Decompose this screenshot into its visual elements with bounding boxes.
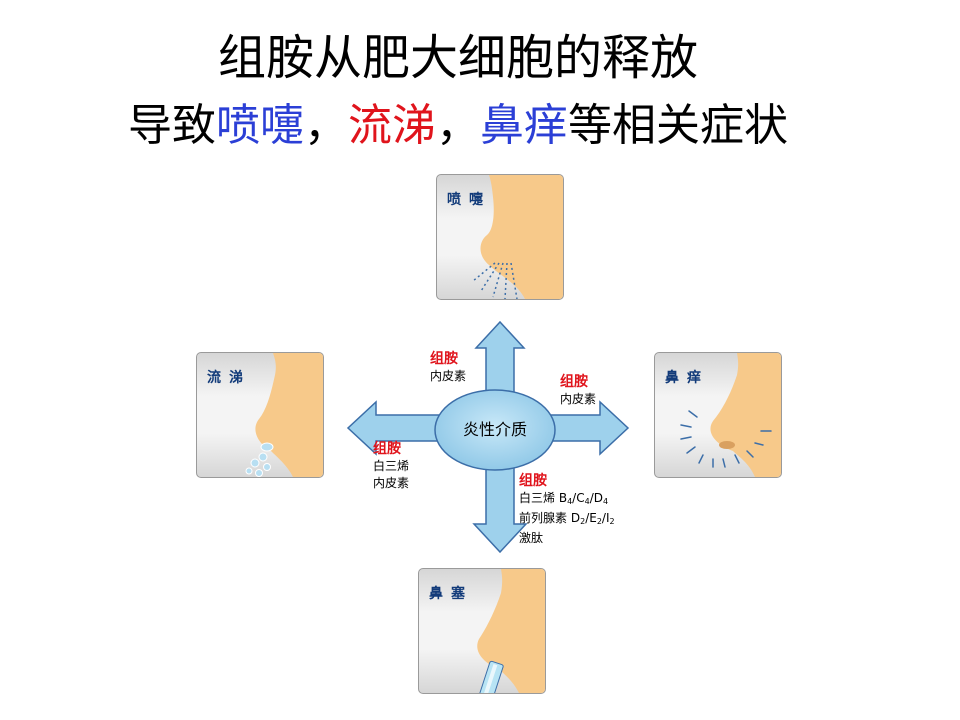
- label-left-line: 内皮素: [373, 476, 410, 490]
- label-left-head: 组胺: [373, 441, 401, 457]
- mediator-separator: /: [585, 511, 590, 525]
- hub-label: 炎性介质: [462, 420, 527, 439]
- label-left: 组胺 白三烯 内皮素: [373, 440, 409, 492]
- leukotriene-mediators: B4/C4/D4: [558, 491, 609, 506]
- label-bottom-leukotriene: 白三烯: [519, 491, 556, 505]
- sneeze-nose-icon: [472, 175, 563, 299]
- panel-runny: 流涕: [196, 352, 324, 478]
- panel-blocked: 鼻塞: [418, 568, 546, 694]
- mediator-separator: /: [572, 491, 577, 505]
- mediator-letter: D: [570, 511, 581, 525]
- subtitle-separator: ，: [304, 100, 348, 151]
- label-bottom-line: 白三烯 B4/C4/D4: [519, 491, 609, 506]
- mediator-separator: /: [589, 491, 594, 505]
- panel-itch: 鼻痒: [654, 352, 782, 478]
- subtitle-suffix: 等相关症状: [568, 100, 788, 151]
- label-top-line: 内皮素: [430, 369, 467, 383]
- panel-sneeze: 喷嚏: [436, 174, 564, 300]
- mediator-subscript: 2: [609, 517, 615, 526]
- mediator-subscript: 4: [603, 497, 609, 506]
- runny-nose-icon: [245, 353, 323, 477]
- arrow-up: [474, 320, 526, 393]
- mediator-letter: B: [558, 491, 568, 505]
- label-bottom-kinin: 激肽: [519, 531, 544, 545]
- mediator-subscript: 4: [584, 497, 590, 506]
- label-bottom-prostaglandin: 前列腺素: [519, 511, 568, 525]
- panel-itch-label: 鼻痒: [665, 370, 709, 386]
- mediator-letter: E: [589, 511, 597, 525]
- subtitle-symptom-sneeze: 喷嚏: [216, 100, 304, 151]
- prostaglandin-mediators: D2/E2/I2: [570, 511, 615, 526]
- label-right-line: 内皮素: [560, 392, 597, 406]
- label-right: 组胺 内皮素: [560, 373, 596, 408]
- itchy-nose-icon: [680, 353, 781, 477]
- subtitle-prefix: 导致: [128, 100, 216, 151]
- arrow-right: [549, 400, 630, 456]
- panel-blocked-label: 鼻塞: [429, 586, 473, 602]
- label-top: 组胺 内皮素: [430, 350, 466, 385]
- panel-runny-label: 流涕: [207, 370, 251, 386]
- mediator-subscript: 2: [596, 517, 602, 526]
- subtitle-separator: ，: [436, 100, 480, 151]
- subtitle-symptom-itch: 鼻痒: [480, 100, 568, 151]
- mediator-letter: I: [605, 511, 610, 525]
- hub-ellipse: [434, 389, 556, 471]
- slide-title: 组胺从肥大细胞的释放: [217, 30, 698, 86]
- label-top-head: 组胺: [430, 351, 458, 367]
- mediator-subscript: 2: [580, 517, 586, 526]
- label-bottom: 组胺 白三烯 B4/C4/D4 前列腺素 D2/E2/I2 激肽: [519, 472, 615, 547]
- subtitle-symptom-runny: 流涕: [348, 100, 436, 151]
- label-bottom-line: 前列腺素 D2/E2/I2: [519, 511, 615, 526]
- mediator-separator: /: [601, 511, 606, 525]
- panel-sneeze-label: 喷嚏: [447, 192, 491, 208]
- blocked-nose-icon: [477, 569, 545, 693]
- label-left-line: 白三烯: [373, 459, 410, 473]
- mediator-subscript: 4: [567, 497, 573, 506]
- mediator-letter: D: [593, 491, 603, 505]
- label-bottom-head: 组胺: [519, 473, 547, 489]
- label-right-head: 组胺: [560, 374, 588, 390]
- arrow-down: [472, 459, 528, 554]
- slide-subtitle: 导致喷嚏，流涕，鼻痒等相关症状: [0, 98, 916, 154]
- mediator-letter: C: [576, 491, 585, 505]
